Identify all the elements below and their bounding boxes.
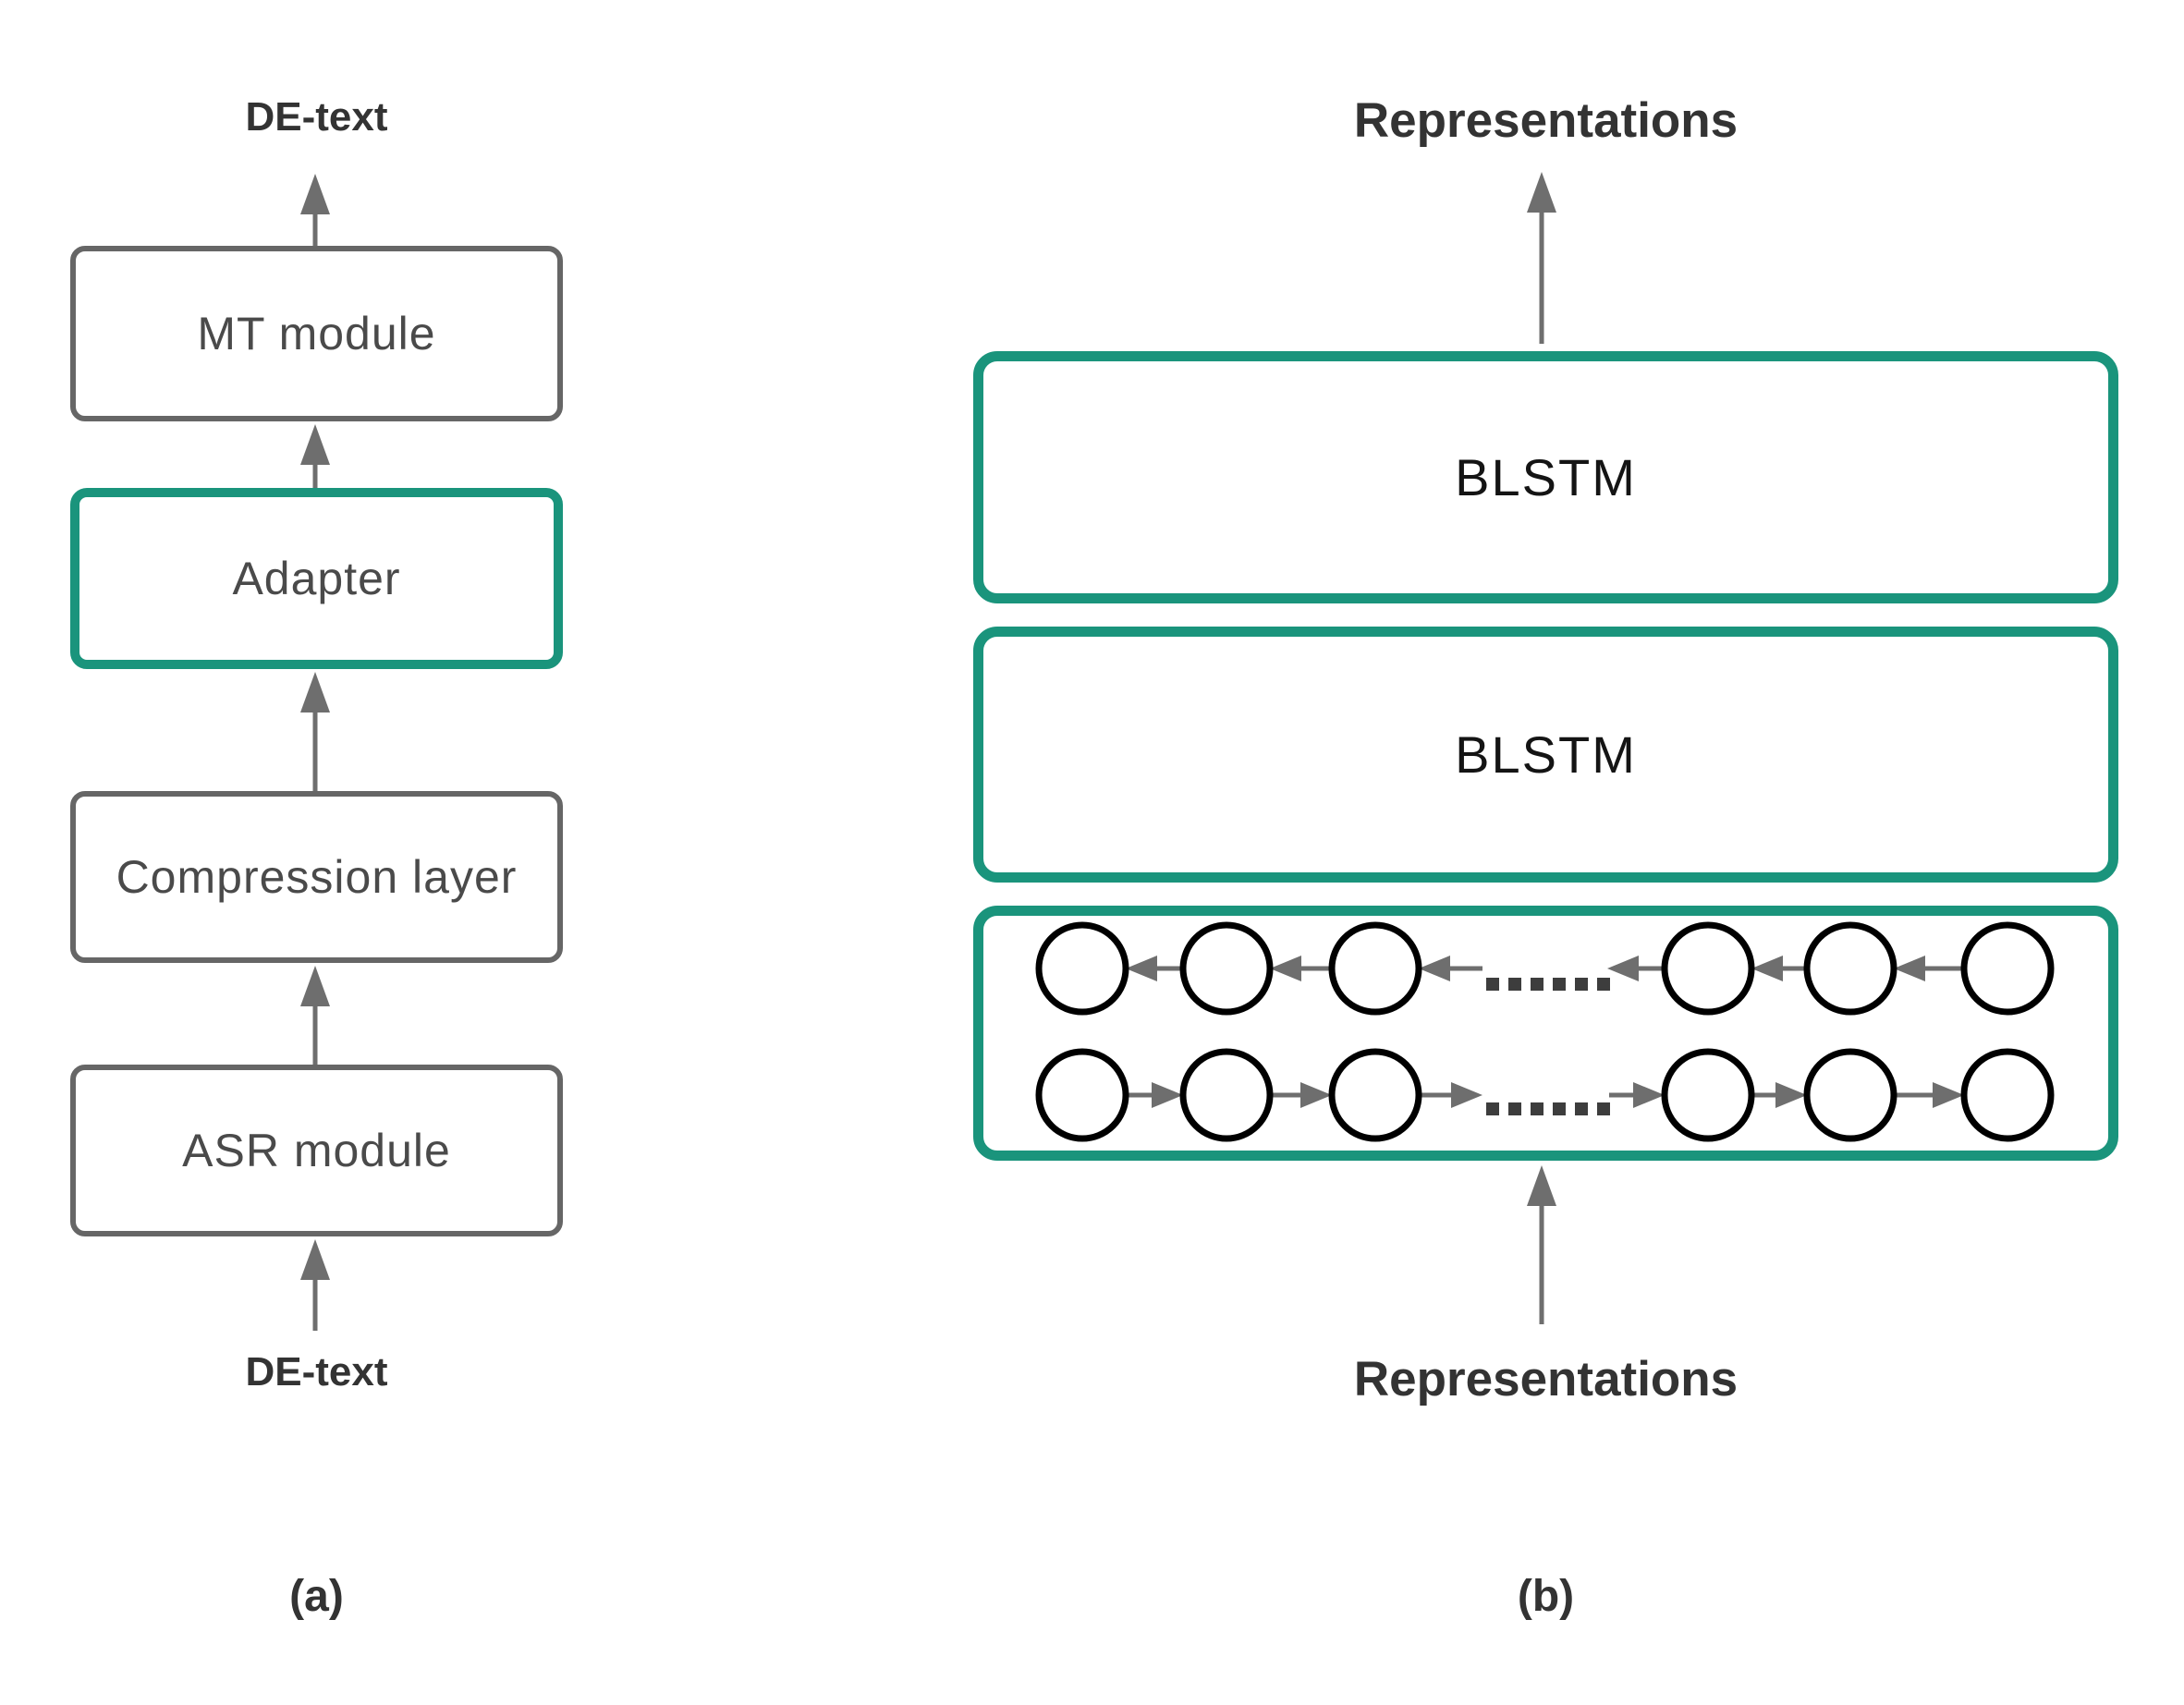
unrolled-rnn-box: [973, 906, 2118, 1161]
blstm-label: BLSTM: [1455, 725, 1637, 784]
panel-b-output-label: Representations: [1353, 93, 1739, 148]
arrow-up-icon: [300, 174, 330, 246]
ellipsis-icon: [1486, 978, 1610, 991]
panel-a-output-label: DE-text: [245, 94, 388, 140]
rnn-state-node: [1035, 921, 2055, 1016]
arrow-up-icon: [300, 966, 330, 1065]
mt-module-box: MT module: [70, 246, 563, 421]
blstm-label: BLSTM: [1455, 448, 1637, 506]
rnn-state-node: [1035, 1048, 2055, 1142]
panel-b-input-label: Representations: [1353, 1352, 1739, 1407]
adapter-box: Adapter: [70, 488, 563, 669]
arrow-up-icon: [1527, 1165, 1556, 1324]
unrolled-rnn-graphic: [1035, 921, 2055, 1142]
mt-module-label: MT module: [197, 308, 436, 359]
blstm-box-top: BLSTM: [973, 351, 2118, 603]
arrow-up-icon: [300, 424, 330, 488]
ellipsis-icon: [1486, 1102, 1610, 1115]
blstm-box-bottom: BLSTM: [973, 627, 2118, 883]
arrow-up-icon: [300, 1239, 330, 1331]
rnn-backward-row: [1035, 921, 2055, 1016]
arrow-up-icon: [1527, 172, 1556, 344]
panel-a-input-label: DE-text: [245, 1349, 388, 1394]
panel-b-caption: (b): [1517, 1572, 1575, 1621]
rnn-forward-row: [1035, 1048, 2055, 1142]
asr-module-label: ASR module: [182, 1125, 451, 1176]
asr-module-box: ASR module: [70, 1065, 563, 1236]
compression-layer-label: Compression layer: [116, 851, 518, 903]
panel-a-caption: (a): [289, 1572, 344, 1621]
compression-layer-box: Compression layer: [70, 791, 563, 963]
adapter-label: Adapter: [232, 553, 401, 604]
arrow-up-icon: [300, 672, 330, 791]
